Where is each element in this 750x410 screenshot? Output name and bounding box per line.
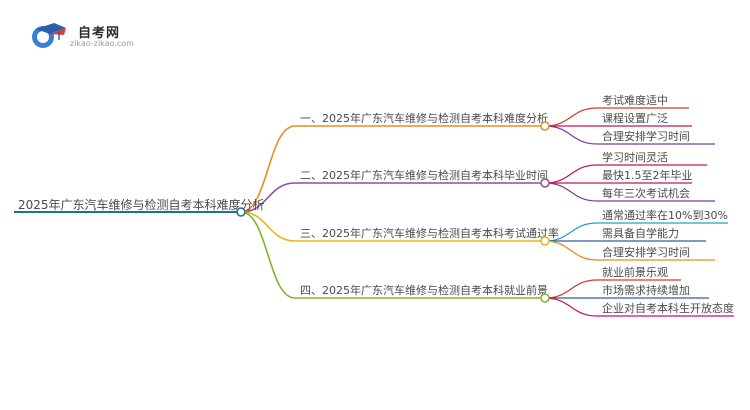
branch-node	[540, 293, 550, 303]
root-node	[236, 207, 246, 217]
branch-label: 三、2025年广东汽车维修与检测自考本科考试通过率	[300, 226, 559, 240]
leaf-connector	[544, 182, 598, 202]
graduation-cap-logo-icon	[32, 23, 66, 48]
leaf-label: 企业对自考本科生开放态度	[602, 301, 734, 315]
logo-title: 自考网	[78, 26, 121, 41]
leaf-connector	[544, 279, 598, 299]
branch-label: 四、2025年广东汽车维修与检测自考本科就业前景	[300, 283, 548, 297]
logo-url: zikao-zikao.com	[70, 39, 134, 48]
root-label: 2025年广东汽车维修与检测自考本科难度分析	[18, 197, 265, 212]
root-connector	[240, 211, 296, 299]
leaf-label: 学习时间灵活	[602, 150, 668, 164]
root-connector	[240, 125, 296, 213]
branch-node	[540, 236, 550, 246]
branch-node	[540, 121, 550, 131]
leaf-label: 就业前景乐观	[602, 265, 668, 279]
leaf-label: 合理安排学习时间	[602, 245, 690, 259]
leaf-connector	[544, 125, 598, 145]
leaf-connector	[544, 240, 598, 261]
leaf-label: 需具备自学能力	[602, 226, 679, 240]
leaf-label: 最快1.5至2年毕业	[602, 168, 693, 182]
leaf-label: 合理安排学习时间	[602, 129, 690, 143]
leaf-label: 通常通过率在10%到30%	[602, 208, 728, 222]
leaf-label: 课程设置广泛	[602, 112, 668, 125]
leaf-label: 市场需求持续增加	[602, 283, 690, 297]
leaf-connector	[544, 107, 598, 127]
root-connector	[240, 211, 296, 242]
root-connector	[240, 182, 296, 213]
branch-label: 一、2025年广东汽车维修与检测自考本科难度分析	[300, 111, 548, 125]
leaf-connector	[544, 297, 598, 317]
leaf-label: 考试难度适中	[602, 93, 668, 107]
branch-label: 二、2025年广东汽车维修与检测自考本科毕业时间	[300, 168, 548, 182]
site-logo: 自考网 zikao-zikao.com	[26, 18, 156, 54]
leaf-connector	[544, 164, 598, 184]
leaf-label: 每年三次考试机会	[602, 186, 690, 200]
branch-node	[540, 178, 550, 188]
